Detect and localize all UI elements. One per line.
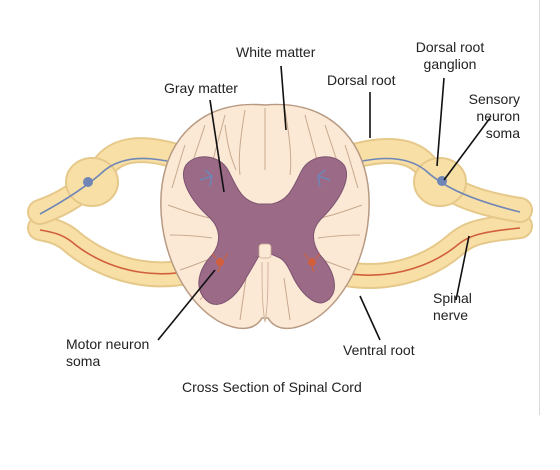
label-spinal-nerve: Spinal nerve [433, 290, 472, 323]
label-dorsal-root: Dorsal root [327, 72, 396, 88]
label-motor-neuron-soma: Motor neuron soma [66, 336, 150, 369]
label-white-matter: White matter [236, 44, 316, 60]
diagram-caption: Cross Section of Spinal Cord [182, 379, 362, 395]
dorsal-horn-synapses [199, 169, 331, 187]
central-canal [258, 243, 272, 259]
label-sensory-neuron-soma: Sensory neuron soma [468, 91, 520, 141]
label-gray-matter: Gray matter [164, 80, 238, 96]
label-dorsal-root-ganglion: Dorsal root ganglion [415, 39, 485, 72]
leader-lines [157, 65, 491, 341]
panel-edge-line [539, 0, 540, 415]
ventral-fissure [261, 261, 269, 323]
label-ventral-root: Ventral root [343, 342, 415, 358]
motor-neurons [211, 253, 321, 273]
gray-matter-region [183, 156, 348, 305]
